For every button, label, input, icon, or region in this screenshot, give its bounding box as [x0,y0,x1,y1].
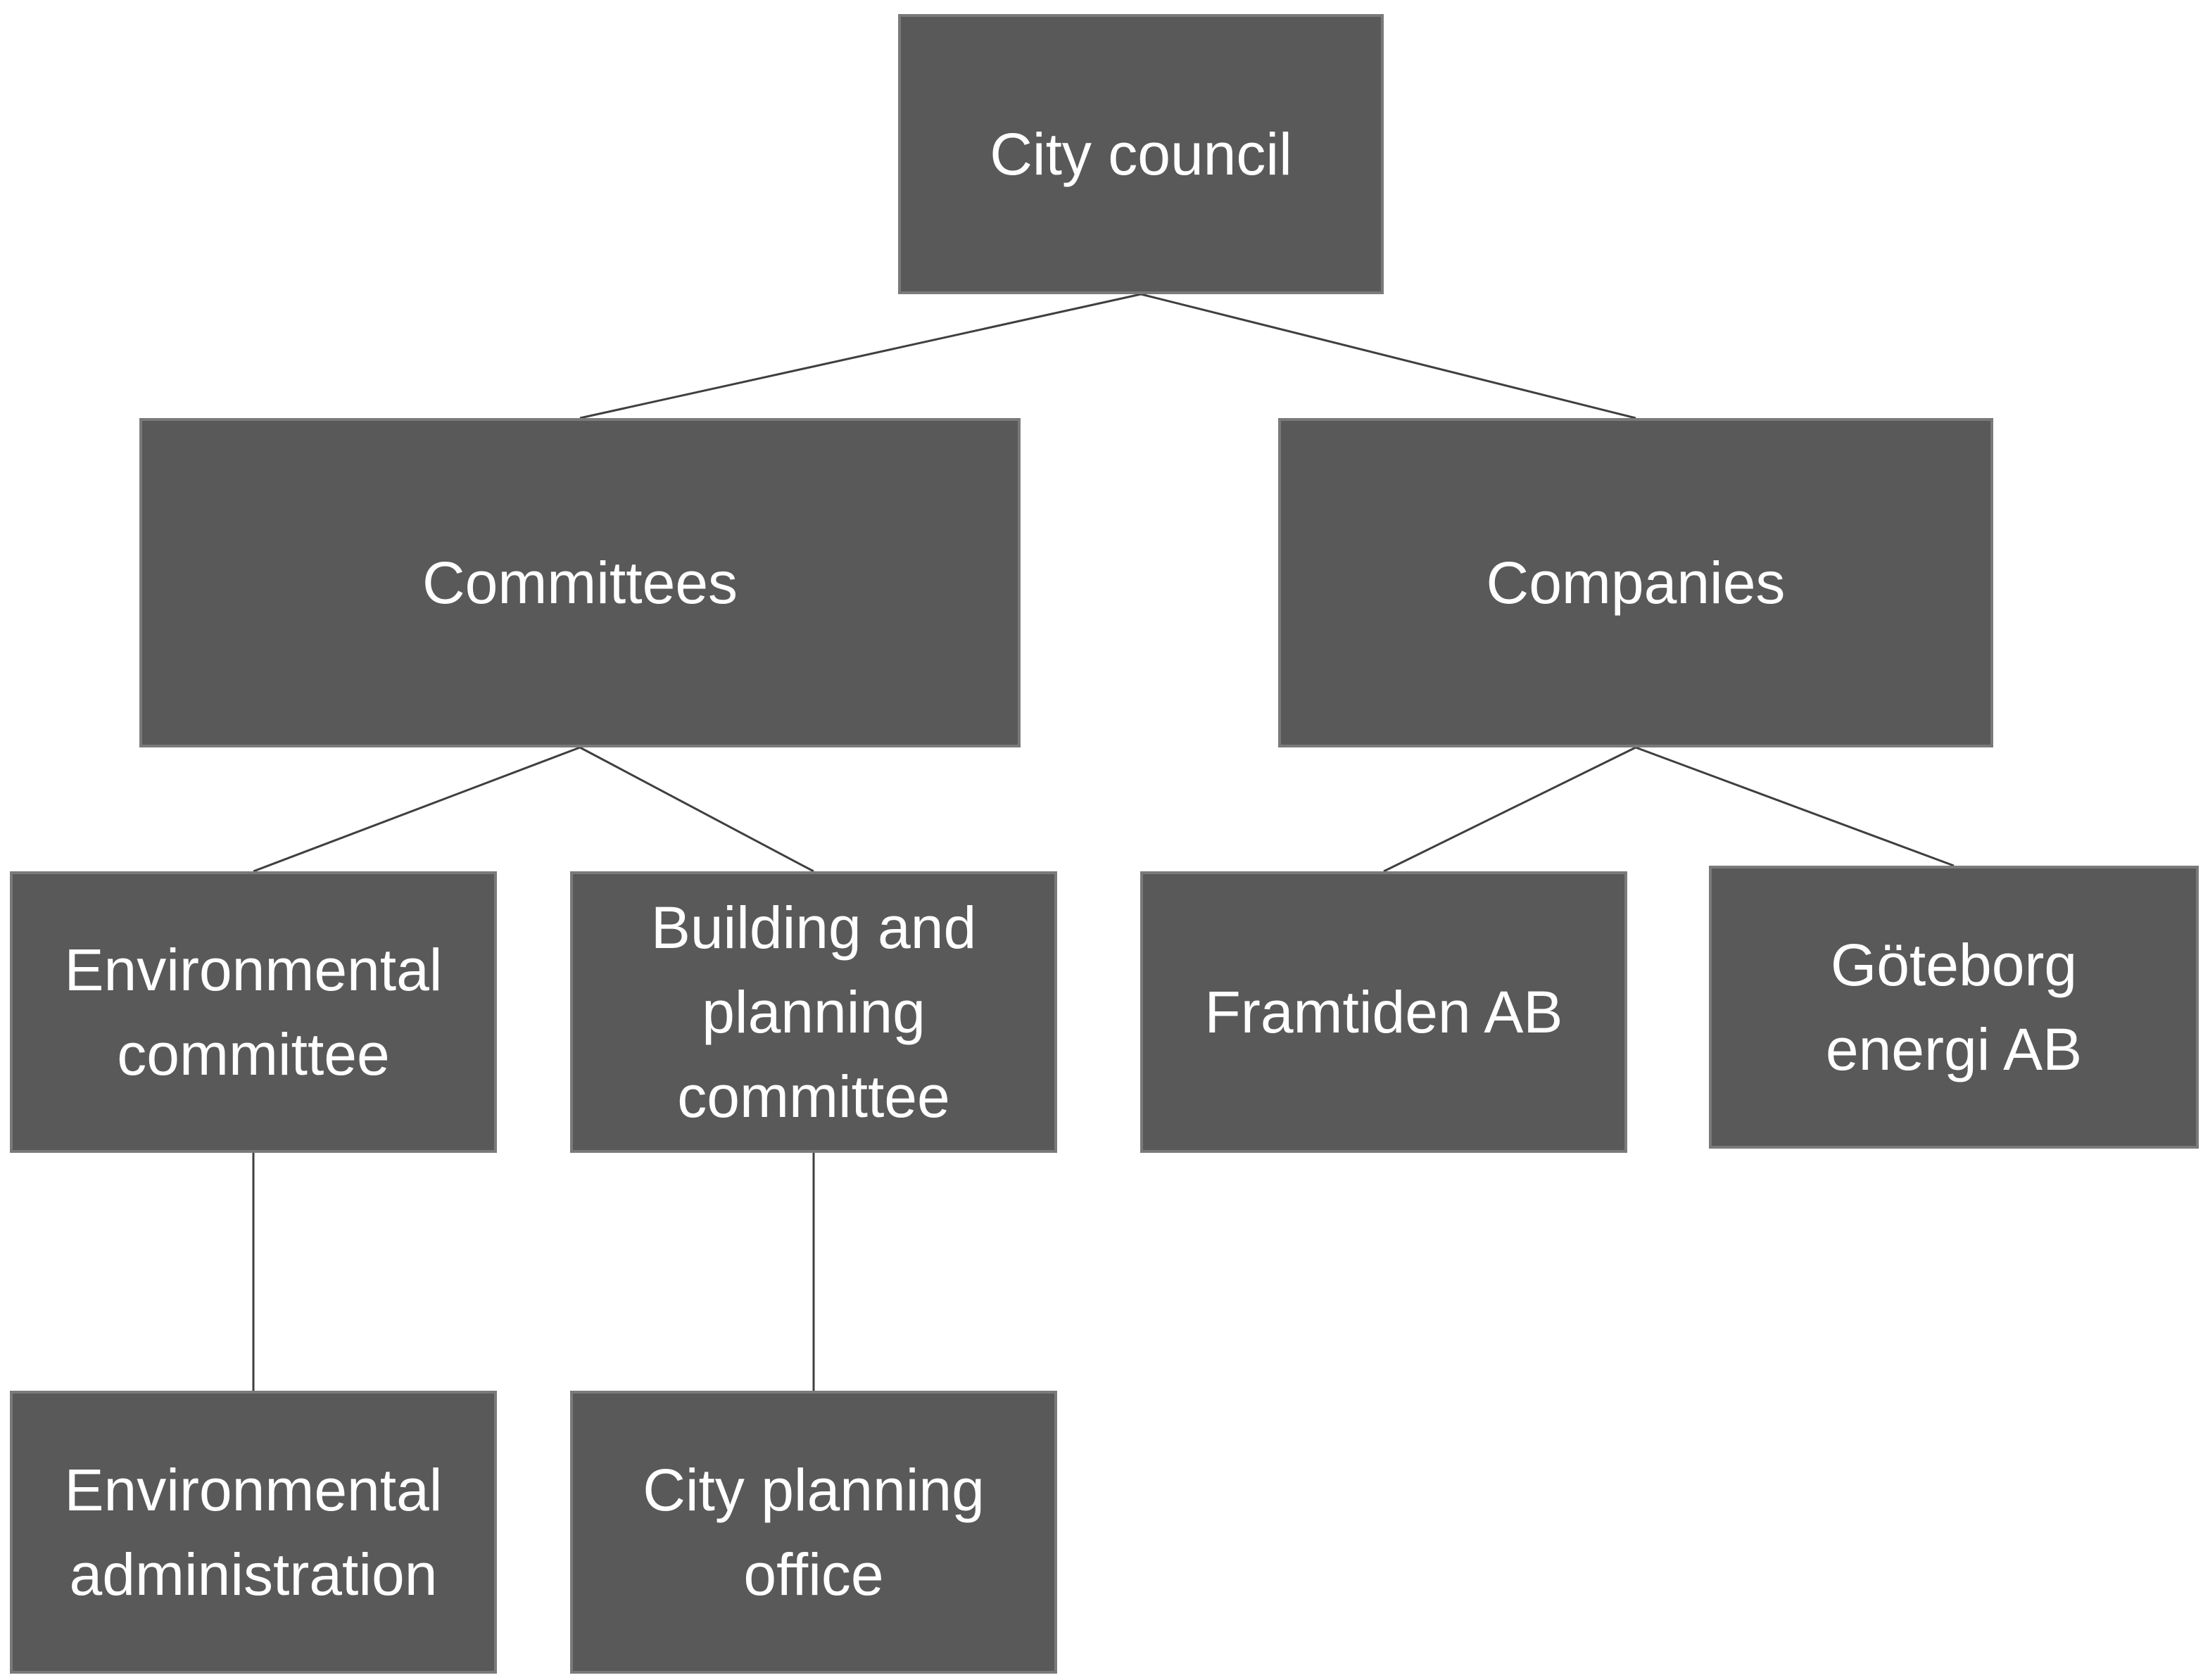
node-label: Committees [422,550,738,616]
node-committees: Committees [139,418,1021,747]
node-city-planning-office: City planning office [570,1391,1057,1674]
node-environmental-administration: Environmental administration [10,1391,497,1674]
connector-city_council-to-committees [579,293,1142,419]
node-goteborg-energi-ab: Göteborg energi AB [1709,866,2199,1149]
connector-companies-to-goteborg_energi [1635,746,1955,867]
connector-committees-to-building_planning_committee [579,746,814,873]
node-label: Environmental committee [64,937,443,1087]
node-label: Framtiden AB [1204,979,1563,1045]
node-label: Companies [1486,550,1786,616]
node-framtiden-ab: Framtiden AB [1140,871,1627,1153]
node-companies: Companies [1278,418,1993,747]
node-building-planning-committee: Building and planning committee [570,871,1057,1153]
connector-companies-to-framtiden [1383,746,1636,873]
node-environmental-committee: Environmental committee [10,871,497,1153]
node-label: Environmental administration [64,1457,443,1608]
node-label: City council [990,121,1292,187]
connector-committees-to-environmental_committee [253,746,581,873]
node-label: Göteborg energi AB [1825,932,2083,1082]
connector-city_council-to-companies [1140,293,1636,419]
node-label: City planning office [643,1457,985,1608]
node-city-council: City council [898,14,1384,294]
node-label: Building and planning committee [650,895,977,1130]
